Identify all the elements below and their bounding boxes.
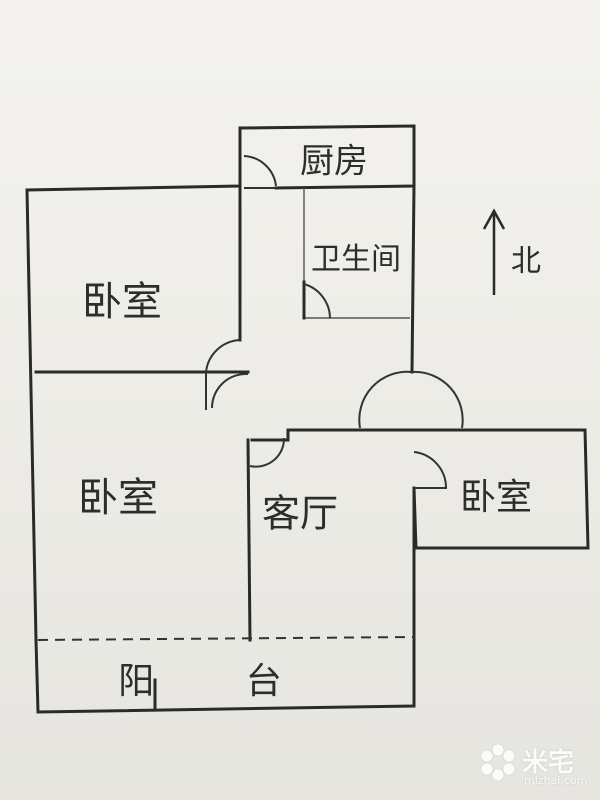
west-outer-wall (25, 126, 242, 642)
living-top-jog (250, 428, 290, 442)
bedroom-east-label: 卧室 (459, 477, 533, 518)
watermark-brand: 米宅 (522, 748, 575, 778)
living-door-arc (249, 437, 286, 468)
corridor-door-arc (358, 370, 413, 429)
watermark-domain: mizhai.com (524, 774, 588, 787)
balcony-dashed-line (37, 636, 415, 641)
bedroom-southwest-label: 卧室 (78, 475, 158, 521)
bathroom-label: 卫生间 (311, 242, 401, 277)
doors (205, 155, 464, 489)
bathroom-walls (302, 188, 410, 320)
watermark: 米宅 mizhai.com (470, 738, 590, 794)
north-label: 北 (511, 244, 541, 279)
kitchen-label: 厨房 (300, 141, 368, 182)
bedroom-sw-door-arc (210, 372, 249, 409)
balcony-walls (34, 638, 416, 714)
walls (25, 124, 590, 714)
east-wall-upper (410, 184, 416, 374)
bedroom-nw-door-arc (205, 339, 241, 373)
kitchen-walls (238, 124, 416, 190)
north-arrow-icon (482, 208, 506, 295)
corridor-door-arc-2 (411, 370, 464, 429)
bathroom-door-arc (303, 283, 331, 319)
living-west-wall (246, 438, 252, 642)
balcony-label: 阳 台 (118, 661, 322, 702)
bedroom-northwest-label: 卧室 (82, 279, 162, 325)
kitchen-door-arc (243, 155, 277, 187)
bedroom-east-door (413, 451, 448, 489)
living-room-label: 客厅 (261, 491, 339, 536)
watermark-logo-icon (480, 743, 516, 782)
